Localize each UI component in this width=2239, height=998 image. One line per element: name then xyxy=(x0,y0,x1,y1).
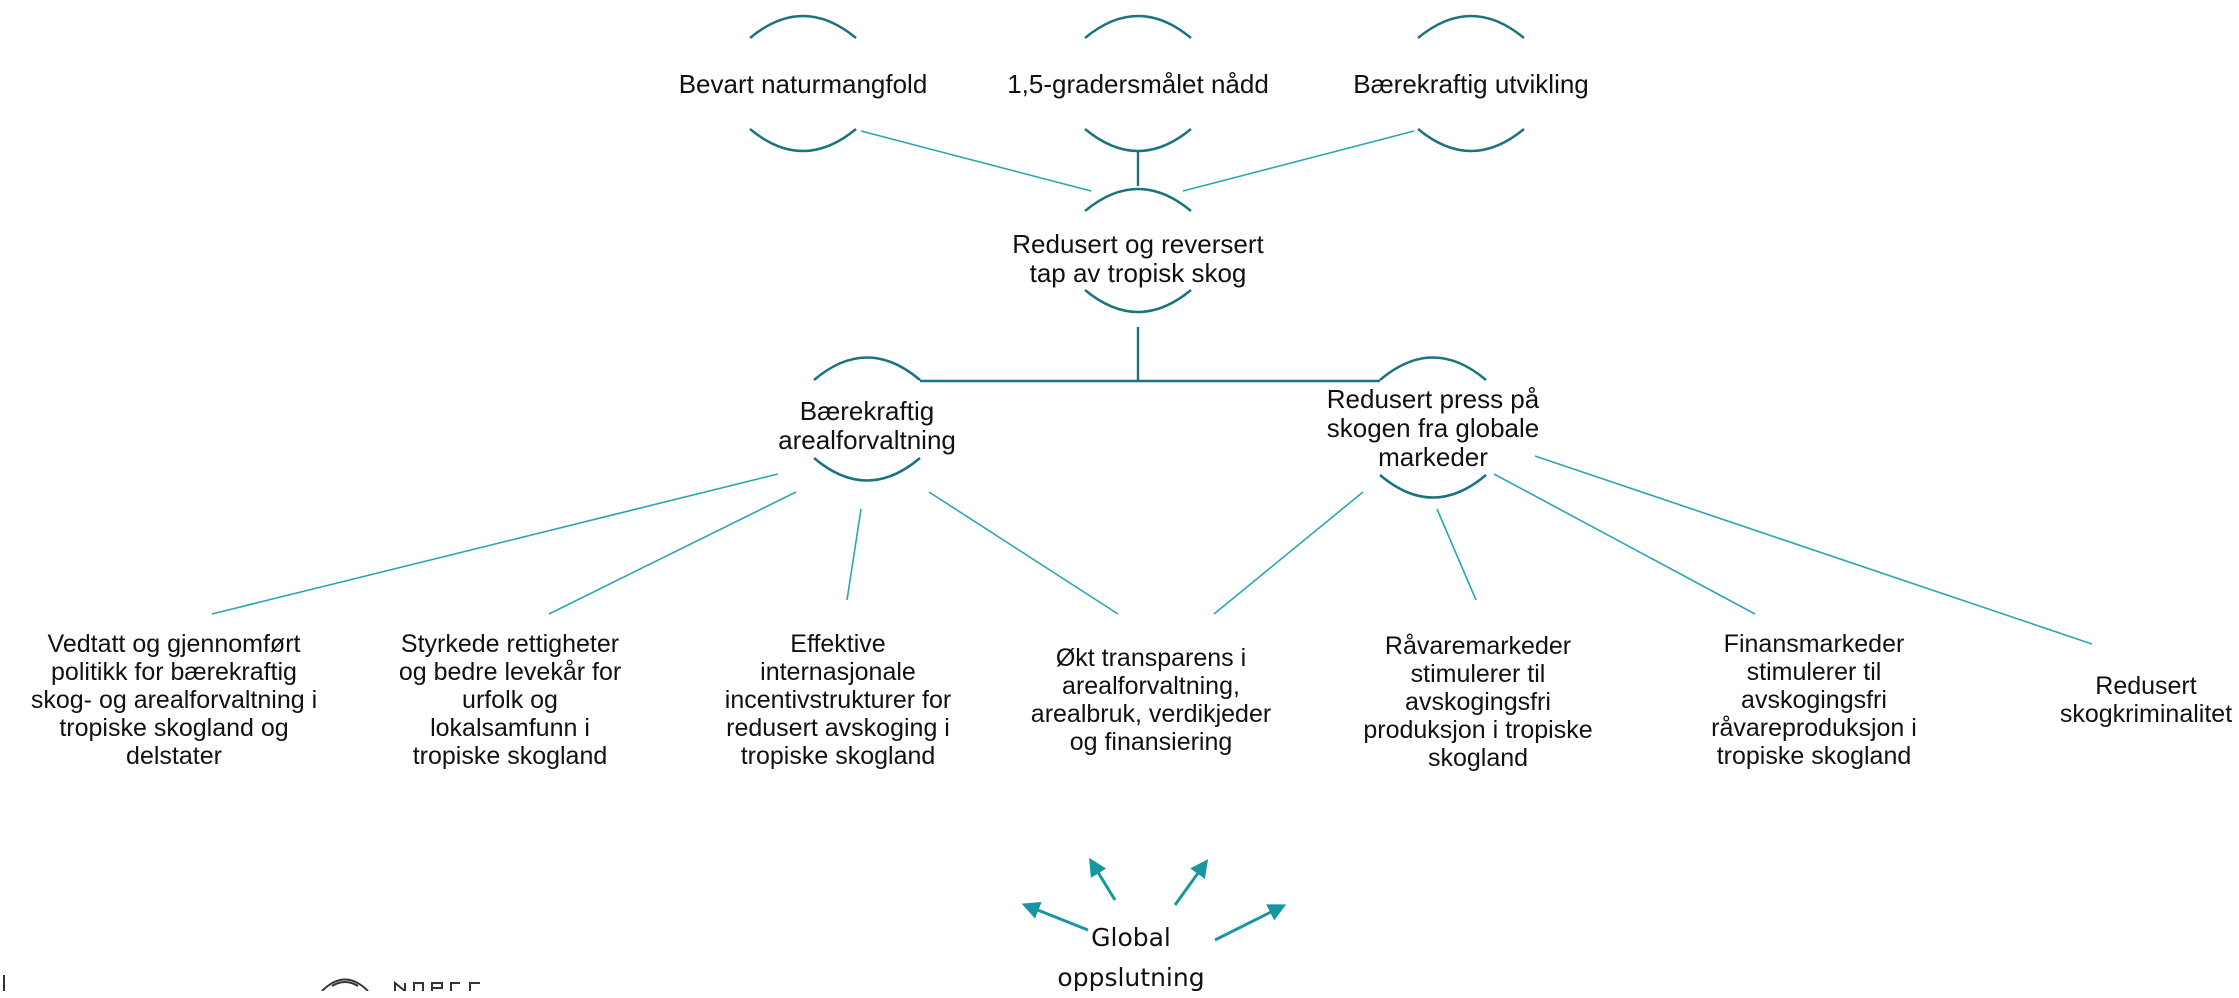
outcome-finansmarkeder: Finansmarkeder stimulerer til avskogings… xyxy=(1711,630,1917,770)
connector-line xyxy=(1182,130,1415,192)
arrow-icon xyxy=(1173,859,1209,906)
arc-top-gradersmal-upper xyxy=(1084,14,1192,39)
arrow-icon xyxy=(1214,904,1287,942)
mid-goal-arealforvaltning: Bærekraftig arealforvaltning xyxy=(778,396,956,455)
arc-top-naturmangfold-upper xyxy=(749,14,857,39)
arc-mid-press-upper xyxy=(1379,356,1487,381)
arc-top-utvikling-upper xyxy=(1417,14,1525,39)
arc-top-naturmangfold-lower xyxy=(749,128,857,153)
top-goal-utvikling: Bærekraftig utvikling xyxy=(1353,69,1589,99)
arc-top-gradersmal-lower xyxy=(1084,128,1192,153)
outcome-ravaremarkeder: Råvaremarkeder stimulerer til avskogings… xyxy=(1363,632,1593,772)
connector-lines xyxy=(211,130,2093,645)
outcome-incentivstrukturer: Effektive internasjonale incentivstruktu… xyxy=(724,630,952,770)
outcome-transparens: Økt transparens i arealforvaltning, area… xyxy=(1030,644,1272,756)
main-goal-label: Redusert og reversert tap av tropisk sko… xyxy=(1012,229,1264,288)
connector-line xyxy=(846,508,862,601)
top-goal-arcs xyxy=(749,14,1525,499)
outcome-rettigheter: Styrkede rettigheter og bedre levekår fo… xyxy=(398,630,622,770)
logo-icon xyxy=(3,975,480,991)
mid-goal-markeder: Redusert press på skogen fra globale mar… xyxy=(1326,384,1540,472)
arc-mid-press-lower xyxy=(1379,474,1487,499)
tree-connectors xyxy=(920,152,1380,383)
connector-line xyxy=(860,130,1092,192)
arc-mid-areal-lower xyxy=(813,457,921,482)
connector-line xyxy=(548,491,797,615)
connector-line xyxy=(1436,508,1477,601)
global-arrows xyxy=(1021,857,1287,942)
arc-mid-areal-upper xyxy=(813,356,921,381)
connector-line xyxy=(1493,473,1756,615)
arc-top-utvikling-lower xyxy=(1417,128,1525,153)
outcome-skogkriminalitet: Redusert skogkriminalitet xyxy=(2059,672,2233,728)
arrow-icon xyxy=(1089,857,1117,901)
top-goal-gradersmal: 1,5-gradersmålet nådd xyxy=(1007,69,1269,99)
arrow-icon xyxy=(1021,901,1089,932)
connector-line xyxy=(211,473,779,615)
top-goal-naturmangfold: Bevart naturmangfold xyxy=(678,69,928,99)
connector-line xyxy=(928,491,1119,615)
arc-main-upper xyxy=(1084,187,1192,212)
connector-line xyxy=(1534,455,2093,645)
arc-main-lower xyxy=(1084,289,1192,314)
global-support-label: Global oppslutning xyxy=(1057,923,1205,992)
outcome-politikk: Vedtatt og gjennomført politikk for bære… xyxy=(30,630,318,770)
connector-line xyxy=(1213,491,1364,615)
